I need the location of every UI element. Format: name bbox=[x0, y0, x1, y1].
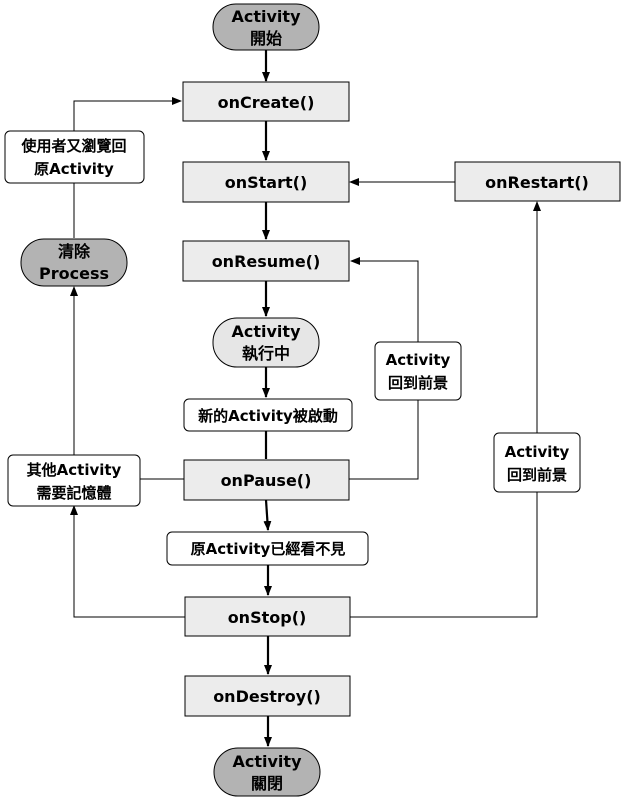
onstart-label: onStart() bbox=[225, 173, 308, 192]
onstop-box: onStop() bbox=[184, 596, 351, 637]
user-return-label-box: 使用者又瀏覽回 原Activity bbox=[4, 130, 145, 184]
arrow-user-return-to-oncreate bbox=[73, 97, 182, 131]
not-visible-label-box: 原Activity已經看不見 bbox=[166, 531, 369, 566]
user-return-line1: 使用者又瀏覽回 bbox=[20, 137, 126, 155]
foreground-restart-line2: 回到前景 bbox=[507, 466, 567, 484]
onresume-box: onResume() bbox=[182, 240, 350, 282]
line-onpause-to-foreground bbox=[349, 400, 419, 480]
foreground-restart-line1: Activity bbox=[505, 443, 570, 461]
process-killed-line1: 清除 bbox=[58, 242, 91, 261]
foreground-resume-line1: Activity bbox=[386, 351, 451, 369]
arrow-onpause-to-not-visible bbox=[263, 499, 272, 531]
running-node-line2: 執行中 bbox=[242, 344, 290, 363]
onstart-box: onStart() bbox=[182, 161, 350, 203]
process-killed-node: 清除 Process bbox=[20, 238, 128, 287]
onrestart-box: onRestart() bbox=[454, 161, 621, 202]
end-node: Activity 關閉 bbox=[213, 747, 321, 797]
ondestroy-label: onDestroy() bbox=[213, 687, 321, 706]
process-killed-line2: Process bbox=[39, 264, 109, 283]
end-node-line1: Activity bbox=[233, 752, 303, 771]
connectors bbox=[70, 50, 541, 747]
memory-needed-label-box: 其他Activity 需要記憶體 bbox=[7, 454, 141, 507]
onstop-label: onStop() bbox=[228, 608, 307, 627]
onpause-box: onPause() bbox=[183, 459, 350, 501]
start-node: Activity 開始 bbox=[212, 3, 320, 51]
onrestart-label: onRestart() bbox=[485, 173, 589, 192]
oncreate-box: onCreate() bbox=[182, 81, 350, 122]
foreground-restart-label-box: Activity 回到前景 bbox=[493, 432, 581, 493]
not-visible-label: 原Activity已經看不見 bbox=[191, 540, 346, 558]
end-node-line2: 關閉 bbox=[251, 774, 283, 793]
user-return-line2: 原Activity bbox=[34, 160, 114, 178]
start-node-line2: 開始 bbox=[250, 29, 282, 48]
arrow-onstop-to-memory bbox=[70, 505, 185, 618]
ondestroy-box: onDestroy() bbox=[184, 675, 351, 717]
new-activity-label: 新的Activity被啟動 bbox=[198, 407, 338, 425]
line-onstop-to-foreground bbox=[350, 492, 538, 618]
start-node-line1: Activity bbox=[232, 7, 302, 26]
running-node: Activity 執行中 bbox=[212, 317, 320, 368]
onpause-label: onPause() bbox=[221, 471, 312, 490]
onresume-label: onResume() bbox=[212, 252, 321, 271]
memory-needed-line1: 其他Activity bbox=[27, 461, 122, 479]
oncreate-label: onCreate() bbox=[218, 93, 315, 112]
foreground-resume-label-box: Activity 回到前景 bbox=[374, 341, 462, 401]
memory-needed-line2: 需要記憶體 bbox=[36, 484, 111, 502]
new-activity-label-box: 新的Activity被啟動 bbox=[183, 398, 353, 432]
running-node-line1: Activity bbox=[232, 322, 302, 341]
foreground-resume-line2: 回到前景 bbox=[388, 374, 448, 392]
arrow-foreground-to-onresume bbox=[350, 257, 419, 342]
